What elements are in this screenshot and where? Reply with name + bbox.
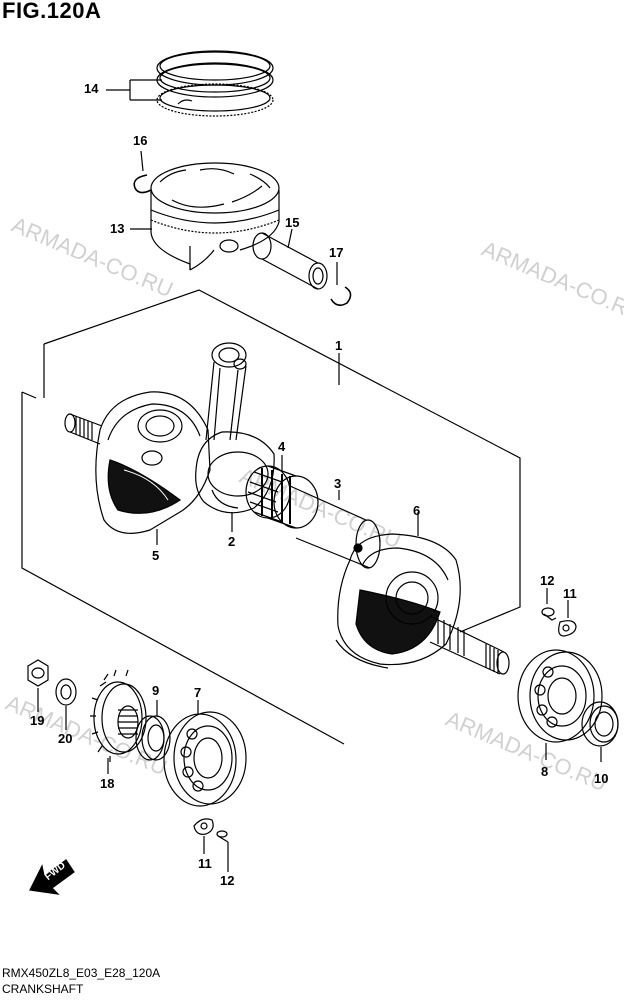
callout-2: 2	[228, 534, 236, 549]
crankshaft-right-end	[429, 615, 510, 675]
piston-ring-set	[156, 50, 274, 117]
callout-17: 17	[329, 245, 344, 260]
callout-6: 6	[413, 503, 421, 518]
washer	[55, 678, 77, 706]
bearing-left	[163, 711, 247, 807]
callout-7: 7	[194, 685, 202, 700]
crank-sprocket	[90, 669, 147, 762]
callout-1: 1	[335, 338, 343, 353]
washer-lower	[193, 818, 214, 835]
callout-18: 18	[100, 776, 115, 791]
callout-16: 16	[133, 133, 148, 148]
collar	[135, 715, 171, 761]
callout-5: 5	[152, 548, 160, 563]
callout-11-upper: 11	[563, 586, 577, 601]
figure-title: FIG.120A	[2, 0, 102, 23]
oil-seal-right	[581, 701, 619, 747]
callout-10: 10	[594, 771, 609, 786]
crank-web-left	[95, 391, 211, 534]
bolt-upper	[541, 607, 557, 621]
callout-15: 15	[285, 215, 300, 230]
circlip	[330, 286, 352, 307]
piston	[150, 162, 280, 271]
model-code: RMX450ZL8_E03_E28_120A	[2, 966, 161, 980]
callout-4: 4	[278, 439, 286, 454]
callout-12-lower: 12	[220, 873, 235, 888]
callout-14: 14	[84, 81, 99, 96]
callout-11-lower: 11	[198, 856, 212, 871]
callout-13: 13	[110, 221, 125, 236]
piston-pin	[252, 232, 328, 290]
callout-20: 20	[58, 731, 73, 746]
callout-3: 3	[334, 476, 342, 491]
crank-pin	[289, 485, 381, 569]
crankshaft-left-end	[64, 413, 103, 445]
crank-web-right	[335, 533, 461, 669]
assembly-frame	[43, 289, 521, 633]
bolt-lower	[216, 830, 229, 843]
fwd-arrow	[29, 859, 75, 895]
callout-8: 8	[541, 764, 549, 779]
connecting-rod	[195, 342, 275, 514]
callout-19: 19	[30, 713, 45, 728]
needle-bearing	[245, 465, 319, 529]
bearing-right	[517, 649, 603, 743]
callout-12-upper: 12	[540, 573, 555, 588]
nut	[27, 659, 49, 687]
callout-9: 9	[152, 683, 160, 698]
circlip	[133, 174, 152, 194]
washer-upper	[558, 620, 577, 637]
section-name: CRANKSHAFT	[2, 982, 84, 996]
